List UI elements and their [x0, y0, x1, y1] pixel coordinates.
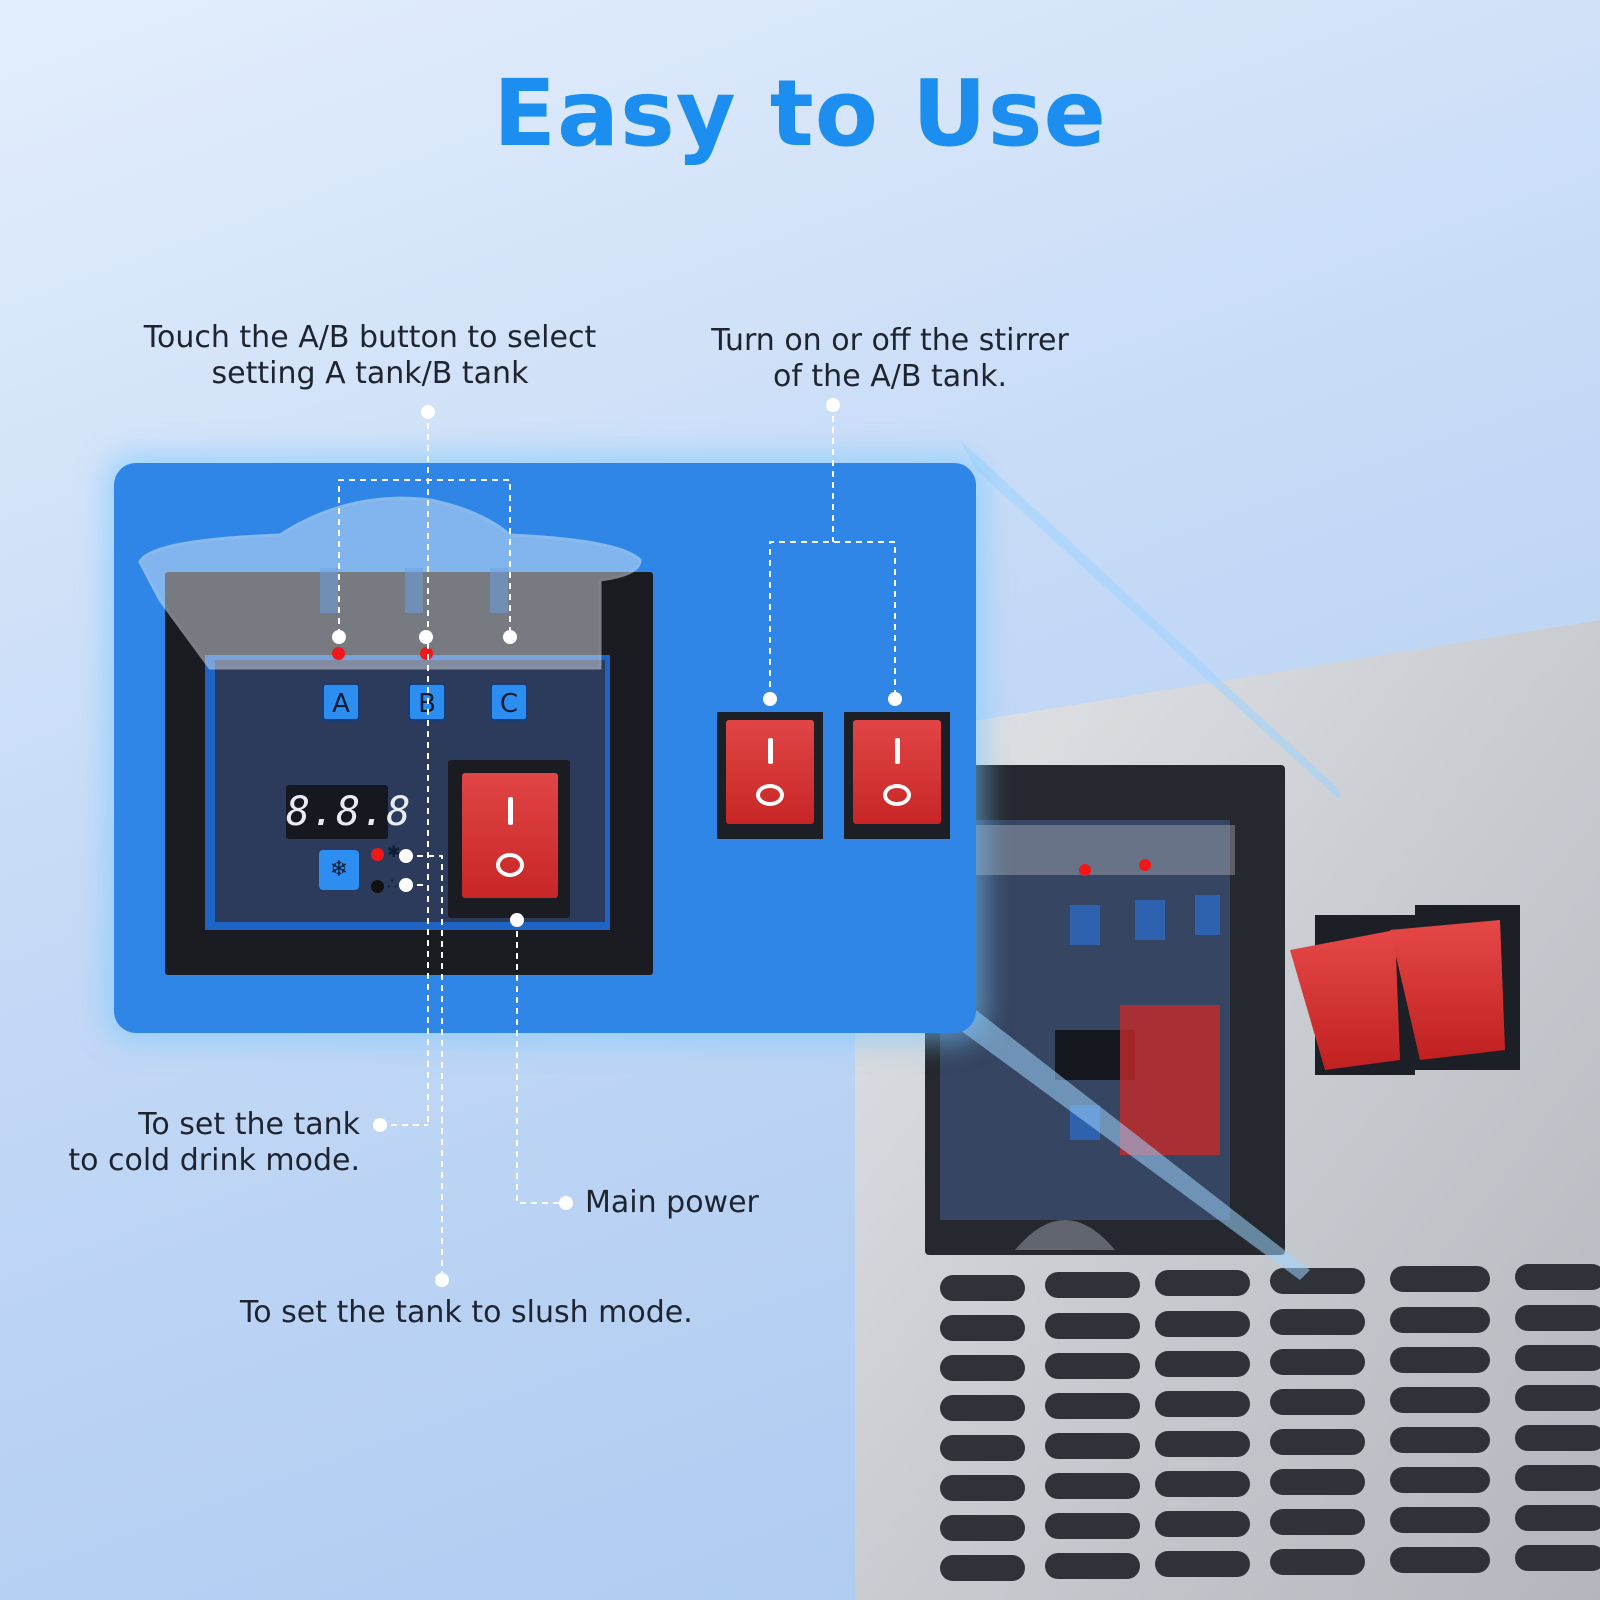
callout-ab-select-line2: setting A tank/B tank: [211, 356, 529, 391]
tank-a-led: [332, 647, 345, 660]
callout-slush: To set the tank to slush mode.: [240, 1295, 693, 1331]
off-mark: [496, 853, 524, 877]
callout-cold-drink-line2: to cold drink mode.: [68, 1143, 360, 1178]
cold-mode-led: [371, 848, 384, 861]
slush-icon: ∴: [387, 874, 398, 893]
callout-cold-drink-line1: To set the tank: [138, 1107, 360, 1142]
snowflake-icon: ❄: [329, 857, 349, 882]
callout-ab-select-line1: Touch the A/B button to select: [143, 320, 597, 355]
callout-main-power-line1: Main power: [585, 1185, 759, 1220]
main-power-switch[interactable]: [462, 773, 558, 898]
callout-slush-line1: To set the tank to slush mode.: [240, 1295, 693, 1330]
on-mark: [767, 738, 773, 764]
tank-c-button[interactable]: C: [490, 683, 528, 721]
slush-machine-illustration: [855, 620, 1600, 1600]
callout-cold-drink: To set the tank to cold drink mode.: [40, 1107, 360, 1179]
on-mark: [507, 797, 513, 825]
tank-b-led: [420, 647, 433, 660]
stirrer-a-switch[interactable]: [726, 720, 814, 824]
mode-button[interactable]: ❄: [319, 850, 359, 890]
page-title: Easy to Use: [493, 60, 1107, 167]
stirrer-b-switch[interactable]: [853, 720, 941, 824]
off-mark: [756, 784, 784, 806]
callout-stirrer-line2: of the A/B tank.: [772, 359, 1008, 394]
off-mark: [883, 784, 911, 806]
callout-ab-select: Touch the A/B button to select setting A…: [120, 320, 620, 392]
callout-stirrer-line1: Turn on or off the stirrer: [711, 323, 1069, 358]
machine-vents: [940, 1264, 1600, 1581]
tank-a-button[interactable]: A: [322, 683, 360, 721]
on-mark: [894, 738, 900, 764]
snowflake-small-icon: ✱: [387, 842, 401, 861]
slush-mode-led: [371, 880, 384, 893]
callout-stirrer: Turn on or off the stirrer of the A/B ta…: [690, 323, 1090, 395]
callout-main-power: Main power: [585, 1185, 759, 1221]
